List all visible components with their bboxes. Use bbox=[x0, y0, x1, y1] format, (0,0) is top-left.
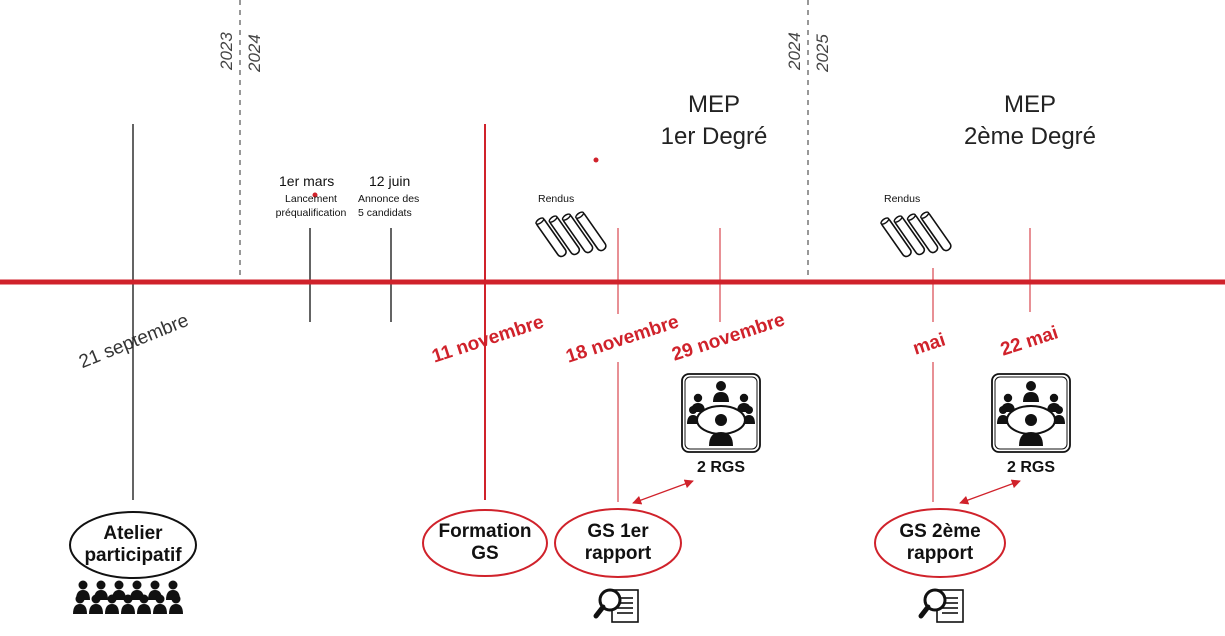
oval-label-gs1: GS 1er rapport bbox=[584, 521, 652, 564]
year-label: 2023 bbox=[217, 32, 236, 70]
crowd-icon bbox=[73, 580, 183, 614]
mep-1-line1: MEP bbox=[687, 91, 740, 118]
marker-dot bbox=[312, 192, 318, 198]
magnifier-document-icon bbox=[596, 590, 638, 622]
oval-gs2 bbox=[874, 508, 1006, 578]
arrow-gs2-rgs bbox=[959, 479, 1021, 505]
oval-label-atelier: Atelier participatif bbox=[84, 523, 182, 566]
event-date-1er-mars: 1er mars bbox=[279, 173, 335, 189]
oval-label-formation: Formation GS bbox=[438, 521, 532, 564]
rgs-label-1: 2 RGS bbox=[696, 459, 745, 476]
year-label: 2024 bbox=[785, 32, 804, 70]
rgs-label-2: 2 RGS bbox=[1006, 459, 1055, 476]
event-desc-1er-mars: Lancement préqualification bbox=[275, 193, 347, 219]
mep-1-title: MEP 1er Degré bbox=[604, 89, 824, 153]
oval-gs1 bbox=[554, 508, 682, 578]
mep-2-line2: 2ème Degré bbox=[963, 123, 1097, 150]
marker-dot bbox=[593, 157, 599, 163]
event-desc-12-juin: Annonce des 5 candidats bbox=[358, 193, 420, 219]
magnifier-document-icon bbox=[921, 590, 963, 622]
meeting-table-icon bbox=[991, 373, 1071, 453]
event-date-12-juin: 12 juin bbox=[369, 173, 411, 189]
arrow-gs1-rgs bbox=[632, 479, 694, 505]
mep-2-title: MEP 2ème Degré bbox=[920, 89, 1140, 153]
documents-icon bbox=[879, 195, 954, 274]
year-label: 2024 bbox=[245, 34, 264, 72]
oval-atelier bbox=[69, 511, 197, 579]
year-label: 2025 bbox=[813, 34, 832, 72]
oval-formation bbox=[422, 509, 548, 577]
mep-1-line2: 1er Degré bbox=[660, 123, 768, 150]
mep-2-line1: MEP bbox=[1003, 91, 1056, 118]
meeting-table-icon bbox=[681, 373, 761, 453]
oval-label-gs2: GS 2ème rapport bbox=[899, 521, 981, 564]
documents-icon bbox=[534, 195, 609, 274]
rendus-label-2: Rendus bbox=[884, 193, 921, 205]
rendus-label-1: Rendus bbox=[538, 193, 575, 205]
